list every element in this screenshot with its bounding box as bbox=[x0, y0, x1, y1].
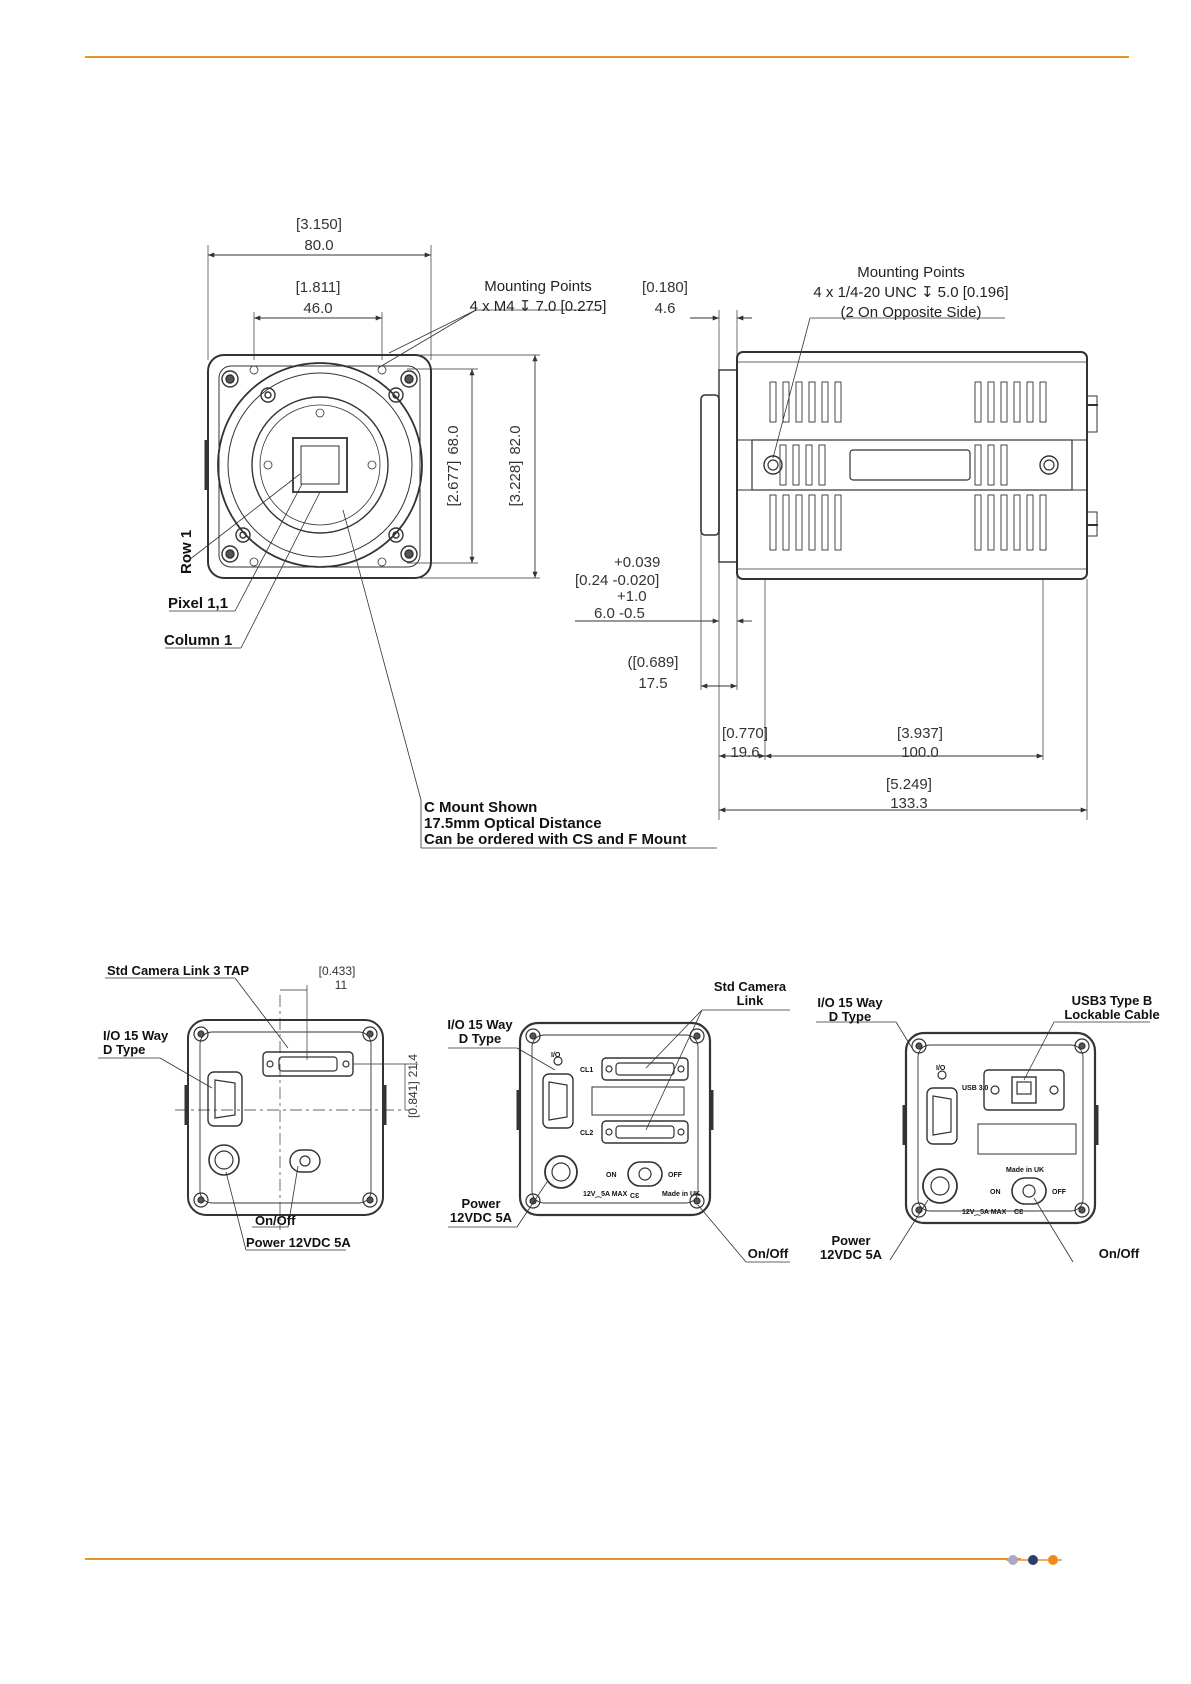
body-len-in: [3.937] bbox=[897, 725, 943, 742]
rear-view-1-text: Std Camera Link 3 TAP [0.433] 11 [0.841]… bbox=[103, 963, 420, 1250]
rv1-dim-mm: 11 bbox=[335, 978, 348, 992]
rv3-io-line1: I/O 15 Way bbox=[817, 995, 883, 1010]
side-mounting-note: (2 On Opposite Side) bbox=[841, 304, 982, 321]
mount-note-1: C Mount Shown bbox=[424, 799, 537, 816]
mechanical-drawing-top: [3.150] 80.0 [1.811] 46.0 Mounting Point… bbox=[164, 216, 1098, 849]
rear-view-3 bbox=[816, 1021, 1150, 1263]
total-len-in: [5.249] bbox=[886, 776, 932, 793]
rear-views: Std Camera Link 3 TAP [0.433] 11 [0.841]… bbox=[98, 963, 1160, 1263]
rv2-ce-mark: CƐ bbox=[630, 1193, 640, 1200]
rv1-dim2: [0.841]21.4 bbox=[406, 1054, 420, 1118]
rv2-cl1-mark: CL1 bbox=[580, 1067, 593, 1074]
rv2-on-mark: ON bbox=[606, 1172, 617, 1179]
hole-spacing-in: [1.811] bbox=[296, 279, 341, 296]
flange-mm: 4.6 bbox=[655, 300, 676, 317]
rv1-power: Power 12VDC 5A bbox=[246, 1235, 351, 1250]
rv2-power-line1: Power bbox=[461, 1196, 500, 1211]
rv1-dim-in: [0.433] bbox=[319, 964, 356, 978]
rv3-made-mark: Made in UK bbox=[1006, 1167, 1044, 1174]
rv2-cl-line2: Link bbox=[737, 993, 764, 1008]
front-len-mm: 19.6 bbox=[730, 744, 759, 761]
side-view-text: [0.180] 4.6 Mounting Points 4 x 1/4-20 U… bbox=[575, 264, 1009, 812]
rv1-cl-label: Std Camera Link 3 TAP bbox=[107, 963, 249, 978]
optical-in: ([0.689] bbox=[628, 654, 679, 671]
side-mounting-spec: 4 x 1/4-20 UNC ↧ 5.0 [0.196] bbox=[813, 284, 1008, 301]
rear-view-3-text: I/O 15 Way D Type USB3 Type B Lockable C… bbox=[817, 993, 1159, 1262]
rv2-onoff: On/Off bbox=[748, 1246, 789, 1261]
inner-height-label: [2.677]68.0 bbox=[445, 425, 462, 506]
rv3-onoff: On/Off bbox=[1099, 1246, 1140, 1261]
outer-height-label: [3.228]82.0 bbox=[507, 425, 524, 506]
side-view bbox=[575, 310, 1098, 820]
hole-spacing-mm: 46.0 bbox=[303, 300, 332, 317]
flange-in: [0.180] bbox=[642, 279, 688, 296]
tol-plus-mm: +1.0 bbox=[617, 588, 647, 605]
tol-plus-in: +0.039 bbox=[614, 554, 660, 571]
rv3-power-line1: Power bbox=[831, 1233, 870, 1248]
body-len-mm: 100.0 bbox=[901, 744, 939, 761]
rv3-usb-line2: Lockable Cable bbox=[1064, 1007, 1159, 1022]
rear-view-2-text: Std Camera Link I/O 15 Way D Type Power … bbox=[447, 979, 789, 1261]
pixel-label: Pixel 1,1 bbox=[168, 595, 228, 612]
front-width-mm: 80.0 bbox=[304, 237, 333, 254]
rv2-io-mark: I/O bbox=[551, 1052, 561, 1059]
rv2-off-mark: OFF bbox=[668, 1172, 683, 1179]
rv3-on-mark: ON bbox=[990, 1189, 1001, 1196]
rv2-cl-line1: Std Camera bbox=[714, 979, 787, 994]
front-mounting-spec: 4 x M4 ↧ 7.0 [0.275] bbox=[470, 298, 607, 315]
rv2-io-line2: D Type bbox=[459, 1031, 501, 1046]
rv2-cl2-mark: CL2 bbox=[580, 1130, 593, 1137]
front-view bbox=[165, 245, 717, 849]
footer-dots-icon bbox=[1006, 1555, 1062, 1565]
tol-nominal-in: [0.24 -0.020] bbox=[575, 572, 659, 589]
rv3-io-line2: D Type bbox=[829, 1009, 871, 1024]
rv3-rating-mark: 12V⁔5A MAX bbox=[962, 1209, 1007, 1217]
rv3-power-line2: 12VDC 5A bbox=[820, 1247, 883, 1262]
front-width-in: [3.150] bbox=[296, 216, 342, 233]
rear-view-1 bbox=[98, 977, 418, 1251]
front-view-text: [3.150] 80.0 [1.811] 46.0 Mounting Point… bbox=[164, 216, 687, 848]
header-rule bbox=[85, 56, 1129, 58]
rv2-rating-mark: 12V⁔5A MAX bbox=[583, 1191, 628, 1199]
mount-note-2: 17.5mm Optical Distance bbox=[424, 815, 602, 832]
rv1-onoff: On/Off bbox=[255, 1213, 296, 1228]
rv2-made-mark: Made in UK bbox=[662, 1191, 700, 1198]
rear-view-2 bbox=[448, 1009, 790, 1263]
column-label: Column 1 bbox=[164, 632, 232, 649]
row-label: Row 1 bbox=[178, 530, 195, 574]
front-mounting-title: Mounting Points bbox=[484, 278, 592, 295]
rv2-power-line2: 12VDC 5A bbox=[450, 1210, 513, 1225]
rv3-ce-mark: CƐ bbox=[1014, 1209, 1024, 1216]
mount-note-3: Can be ordered with CS and F Mount bbox=[424, 831, 687, 848]
footer-rule bbox=[85, 1558, 1021, 1560]
tol-nominal-mm: 6.0 -0.5 bbox=[594, 605, 645, 622]
optical-mm: 17.5 bbox=[638, 675, 667, 692]
rv3-usb-mark: USB 3.0 bbox=[962, 1085, 989, 1092]
total-len-mm: 133.3 bbox=[890, 795, 928, 812]
rv2-io-line1: I/O 15 Way bbox=[447, 1017, 513, 1032]
rv3-usb-line1: USB3 Type B bbox=[1072, 993, 1153, 1008]
rv1-io-line2: D Type bbox=[103, 1042, 145, 1057]
rv3-off-mark: OFF bbox=[1052, 1189, 1067, 1196]
side-mounting-title: Mounting Points bbox=[857, 264, 965, 281]
rv1-io-line1: I/O 15 Way bbox=[103, 1028, 169, 1043]
front-len-in: [0.770] bbox=[722, 725, 768, 742]
rv3-io-mark: I/O bbox=[936, 1065, 946, 1072]
